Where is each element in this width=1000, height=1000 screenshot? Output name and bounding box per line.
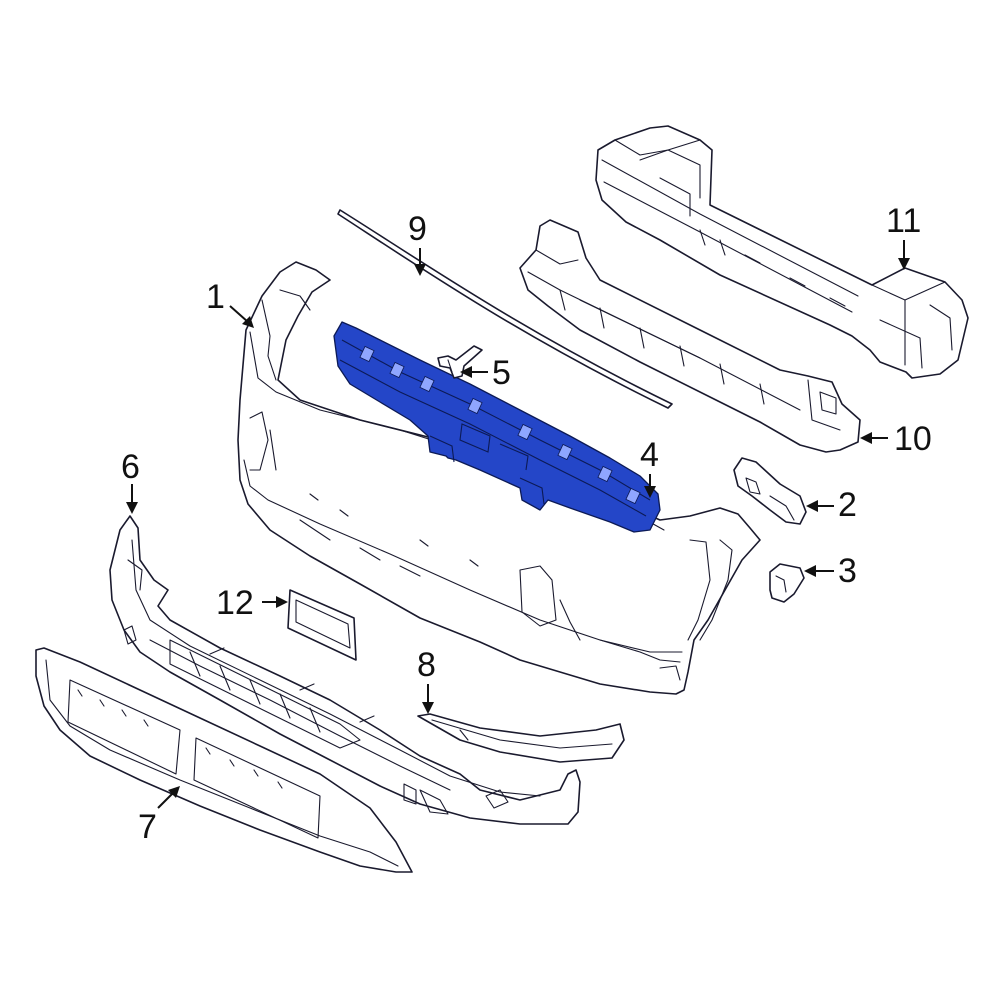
- arrow-4: [644, 486, 656, 498]
- arrow-10: [860, 432, 872, 444]
- callout-11: 11: [886, 202, 921, 240]
- callout-12: 12: [216, 584, 254, 622]
- arrow-6: [126, 502, 138, 514]
- clip-bracket[interactable]: [769, 563, 805, 603]
- lower-valance[interactable]: [109, 515, 581, 825]
- callout-7: 7: [138, 808, 157, 846]
- callout-leaders: [126, 240, 910, 809]
- callout-1: 1: [206, 278, 225, 316]
- arrow-12: [276, 596, 288, 608]
- callout-2: 2: [838, 486, 857, 524]
- callout-8: 8: [417, 646, 436, 684]
- callout-10: 10: [894, 420, 932, 458]
- arrow-2: [806, 500, 818, 512]
- arrow-11: [898, 258, 910, 270]
- arrow-3: [804, 565, 816, 577]
- arrow-8: [422, 702, 434, 714]
- upper-seal-strip[interactable]: [337, 209, 673, 409]
- arrow-7: [168, 786, 180, 798]
- molding[interactable]: [417, 713, 625, 763]
- absorber-highlighted[interactable]: [333, 321, 661, 533]
- callout-4: 4: [640, 436, 659, 474]
- arrow-9: [414, 264, 426, 276]
- callout-labels: 1 2 3 4 5 6 7 8 9 10 11 12: [121, 202, 932, 846]
- arrow-5: [460, 366, 472, 378]
- bracket-right[interactable]: [733, 457, 807, 525]
- energy-absorber[interactable]: [519, 219, 861, 453]
- reinforcement-beam[interactable]: [595, 125, 969, 379]
- arrow-1: [242, 316, 254, 328]
- skid-plate[interactable]: [35, 647, 413, 873]
- retainer-clip[interactable]: [437, 345, 483, 379]
- license-plate-bracket[interactable]: [287, 589, 357, 661]
- callout-5: 5: [492, 354, 511, 392]
- callout-6: 6: [121, 448, 140, 486]
- callout-3: 3: [838, 552, 857, 590]
- callout-9: 9: [408, 210, 427, 248]
- leader-1: [229, 305, 249, 323]
- leader-7: [157, 791, 175, 809]
